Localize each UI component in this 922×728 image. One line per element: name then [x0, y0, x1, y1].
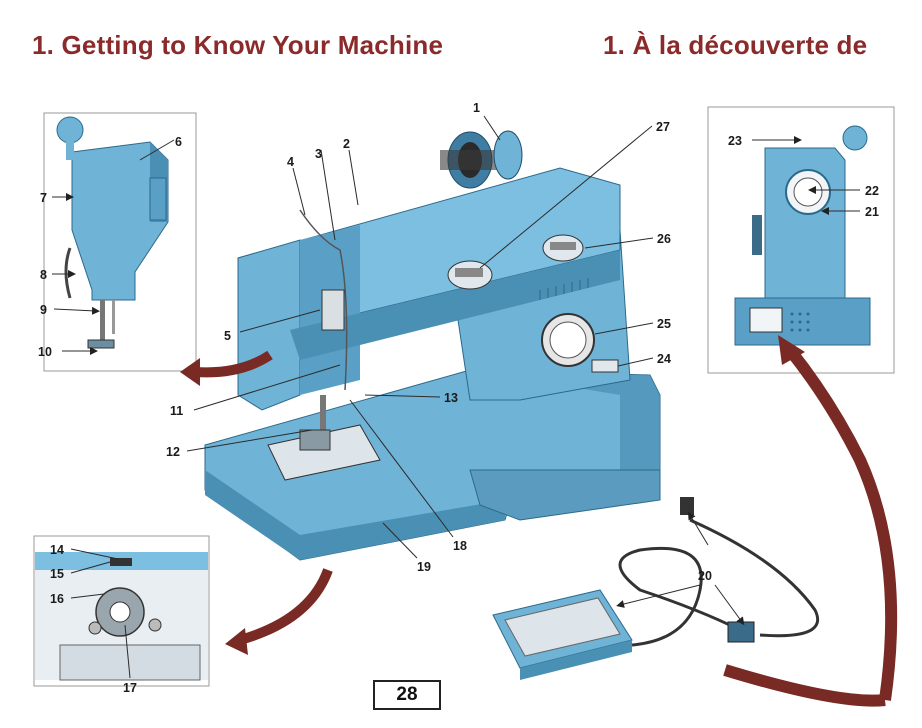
leader-lines	[52, 115, 860, 679]
part-label-26: 26	[657, 232, 671, 246]
part-label-12: 12	[166, 445, 180, 459]
part-label-11: 11	[170, 404, 183, 418]
part-label-1: 1	[473, 101, 480, 115]
part-label-4: 4	[287, 155, 294, 169]
part-label-20: 20	[698, 569, 712, 583]
bobbin-area-inset	[33, 535, 210, 687]
page-title-french: 1. À la découverte de	[603, 30, 868, 60]
part-label-15: 15	[50, 567, 64, 581]
part-label-5: 5	[224, 329, 231, 343]
rear-view-inset	[707, 106, 895, 374]
part-label-7: 7	[40, 191, 47, 205]
part-label-24: 24	[657, 352, 671, 366]
part-label-3: 3	[315, 147, 322, 161]
part-label-27: 27	[656, 120, 670, 134]
part-label-2: 2	[343, 137, 350, 151]
part-label-16: 16	[50, 592, 64, 606]
part-label-9: 9	[40, 303, 47, 317]
part-label-18: 18	[453, 539, 467, 553]
part-label-21: 21	[865, 205, 879, 219]
curved-arrows	[180, 335, 898, 707]
side-view-inset	[43, 112, 197, 372]
page-title-english: 1. Getting to Know Your Machine	[32, 30, 444, 60]
part-labels: 1 2 3 4 5 6 7 8 9 10 11 12 13 14 15 16 1…	[38, 101, 879, 695]
page-number: 28	[373, 680, 441, 710]
part-label-6: 6	[175, 135, 182, 149]
foot-controller	[492, 497, 820, 680]
part-label-17: 17	[123, 681, 137, 695]
part-label-10: 10	[38, 345, 52, 359]
part-label-13: 13	[444, 391, 458, 405]
part-label-14: 14	[50, 543, 64, 557]
sewing-machine-main	[204, 130, 661, 561]
part-label-8: 8	[40, 268, 47, 282]
part-label-22: 22	[865, 184, 879, 198]
part-label-19: 19	[417, 560, 431, 574]
part-label-25: 25	[657, 317, 671, 331]
part-label-23: 23	[728, 134, 742, 148]
